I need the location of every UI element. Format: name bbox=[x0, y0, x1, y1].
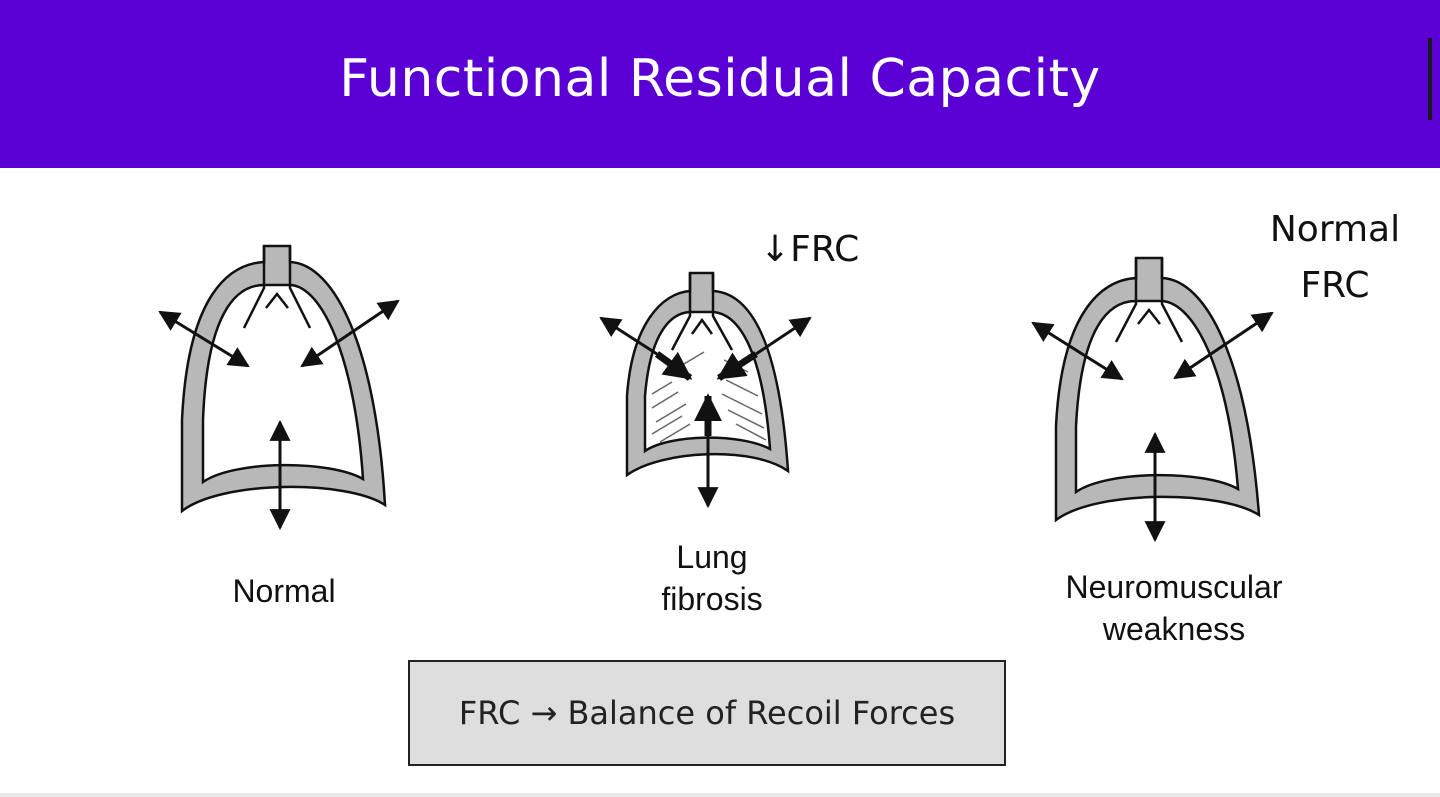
neuromuscular-lung-wall bbox=[1054, 256, 1261, 523]
frc-diagram: Normal Lung fibrosis Neuromuscular weakn… bbox=[0, 168, 1440, 797]
lung-illustrations bbox=[158, 244, 1274, 543]
fibrosis-airway bbox=[670, 273, 734, 351]
normal-recoil-arrow-left bbox=[158, 310, 250, 368]
neuromuscular-recoil-arrow-right bbox=[1173, 311, 1274, 380]
summary-box: FRC → Balance of Recoil Forces bbox=[408, 660, 1006, 766]
fibrosis-lung-wall bbox=[625, 271, 790, 478]
frc-note-decreased: ↓FRC bbox=[760, 229, 860, 270]
normal-recoil-arrow-right bbox=[300, 299, 400, 368]
label-neuromuscular-weakness: Neuromuscular weakness bbox=[1065, 569, 1283, 647]
fibrosis-recoil-arrow-right-outer bbox=[755, 316, 812, 356]
normal-lung-wall bbox=[180, 244, 387, 514]
normal-lung bbox=[158, 244, 400, 531]
neuromuscular-recoil-arrow-left bbox=[1031, 321, 1124, 381]
label-normal: Normal bbox=[232, 573, 336, 609]
scroll-indicator bbox=[1428, 38, 1432, 120]
fibrosis-recoil-arrow-left-inner bbox=[654, 351, 693, 381]
frc-note-normal: Normal FRC bbox=[1269, 209, 1401, 306]
label-lung-fibrosis: Lung fibrosis bbox=[661, 539, 763, 617]
title-banner: Functional Residual Capacity bbox=[0, 0, 1440, 168]
neuromuscular-lung bbox=[1031, 256, 1274, 543]
fibrosis-lung bbox=[599, 271, 812, 509]
fibrosis-recoil-arrow-left-outer bbox=[599, 316, 658, 356]
fibrosis-recoil-arrow-right-inner bbox=[716, 351, 758, 381]
page-title: Functional Residual Capacity bbox=[339, 49, 1101, 109]
bottom-divider bbox=[0, 793, 1440, 797]
